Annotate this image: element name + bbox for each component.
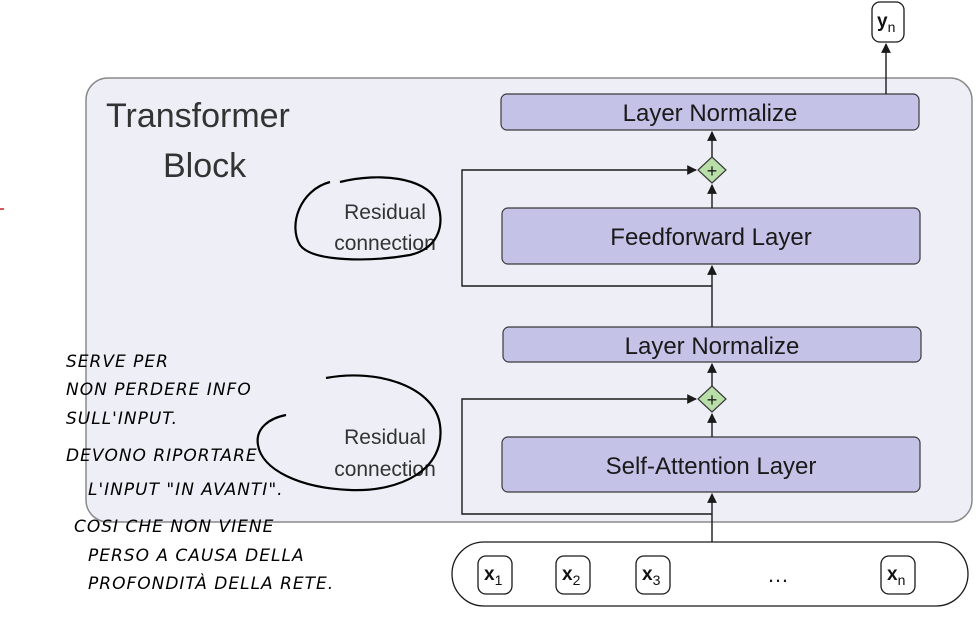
hand-line-3: SULL'INPUT. bbox=[66, 409, 178, 429]
input-ellipsis: … bbox=[767, 562, 789, 587]
hand-line-7: PERSO A CAUSA DELLA bbox=[88, 546, 305, 566]
residual-bottom-line2: connection bbox=[334, 458, 436, 481]
input-token-x2: x2 bbox=[555, 555, 591, 595]
hand-circle-bottom bbox=[256, 374, 442, 492]
residual-bottom-line1: Residual bbox=[344, 426, 426, 449]
handwritten-note: SERVE PER NON PERDERE INFO SULL'INPUT. D… bbox=[66, 352, 334, 594]
input-token-x3: x3 bbox=[635, 555, 671, 595]
self-attention-layer: Self-Attention Layer bbox=[501, 436, 921, 493]
top-layer-normalize: Layer Normalize bbox=[500, 93, 920, 131]
transformer-block bbox=[85, 77, 973, 523]
hand-line-4: DEVONO RIPORTARE bbox=[66, 446, 258, 466]
feedforward-layer-label: Feedforward Layer bbox=[610, 224, 811, 251]
residual-top-line1: Residual bbox=[344, 201, 426, 224]
add-node-bottom-symbol: + bbox=[707, 390, 718, 410]
output-token: yn bbox=[871, 1, 905, 43]
hand-line-6: COSI CHE NON VIENE bbox=[74, 517, 274, 537]
residual-path-bottom bbox=[461, 394, 712, 515]
residual-path-top bbox=[461, 165, 712, 287]
block-title-line1: Transformer bbox=[106, 97, 290, 135]
block-title-line2: Block bbox=[163, 147, 247, 185]
mid-layer-normalize: Layer Normalize bbox=[502, 326, 922, 363]
residual-top-line2: connection bbox=[334, 232, 436, 255]
output-token-label: yn bbox=[877, 11, 895, 35]
feedforward-layer: Feedforward Layer bbox=[501, 207, 921, 265]
top-layer-normalize-label: Layer Normalize bbox=[623, 100, 798, 127]
input-token-x1-label: x1 bbox=[484, 564, 503, 588]
flow-arrows bbox=[707, 43, 891, 542]
add-node-top-symbol: + bbox=[707, 161, 718, 181]
input-token-x1: x1 bbox=[477, 555, 513, 595]
hand-line-5: L'INPUT "IN AVANTI". bbox=[88, 480, 284, 500]
input-token-xn-label: xn bbox=[887, 564, 905, 588]
hand-line-8: PROFONDITÀ DELLA RETE. bbox=[88, 572, 334, 594]
hand-circle-top bbox=[294, 176, 442, 261]
input-token-xn: xn bbox=[880, 555, 916, 595]
input-token-x2-label: x2 bbox=[562, 564, 581, 588]
input-token-x3-label: x3 bbox=[642, 564, 661, 588]
mid-layer-normalize-label: Layer Normalize bbox=[625, 333, 800, 360]
hand-line-2: NON PERDERE INFO bbox=[66, 380, 252, 400]
self-attention-layer-label: Self-Attention Layer bbox=[606, 453, 817, 480]
add-node-top: + bbox=[697, 156, 727, 184]
add-node-bottom: + bbox=[697, 385, 727, 413]
hand-line-1: SERVE PER bbox=[66, 352, 169, 372]
